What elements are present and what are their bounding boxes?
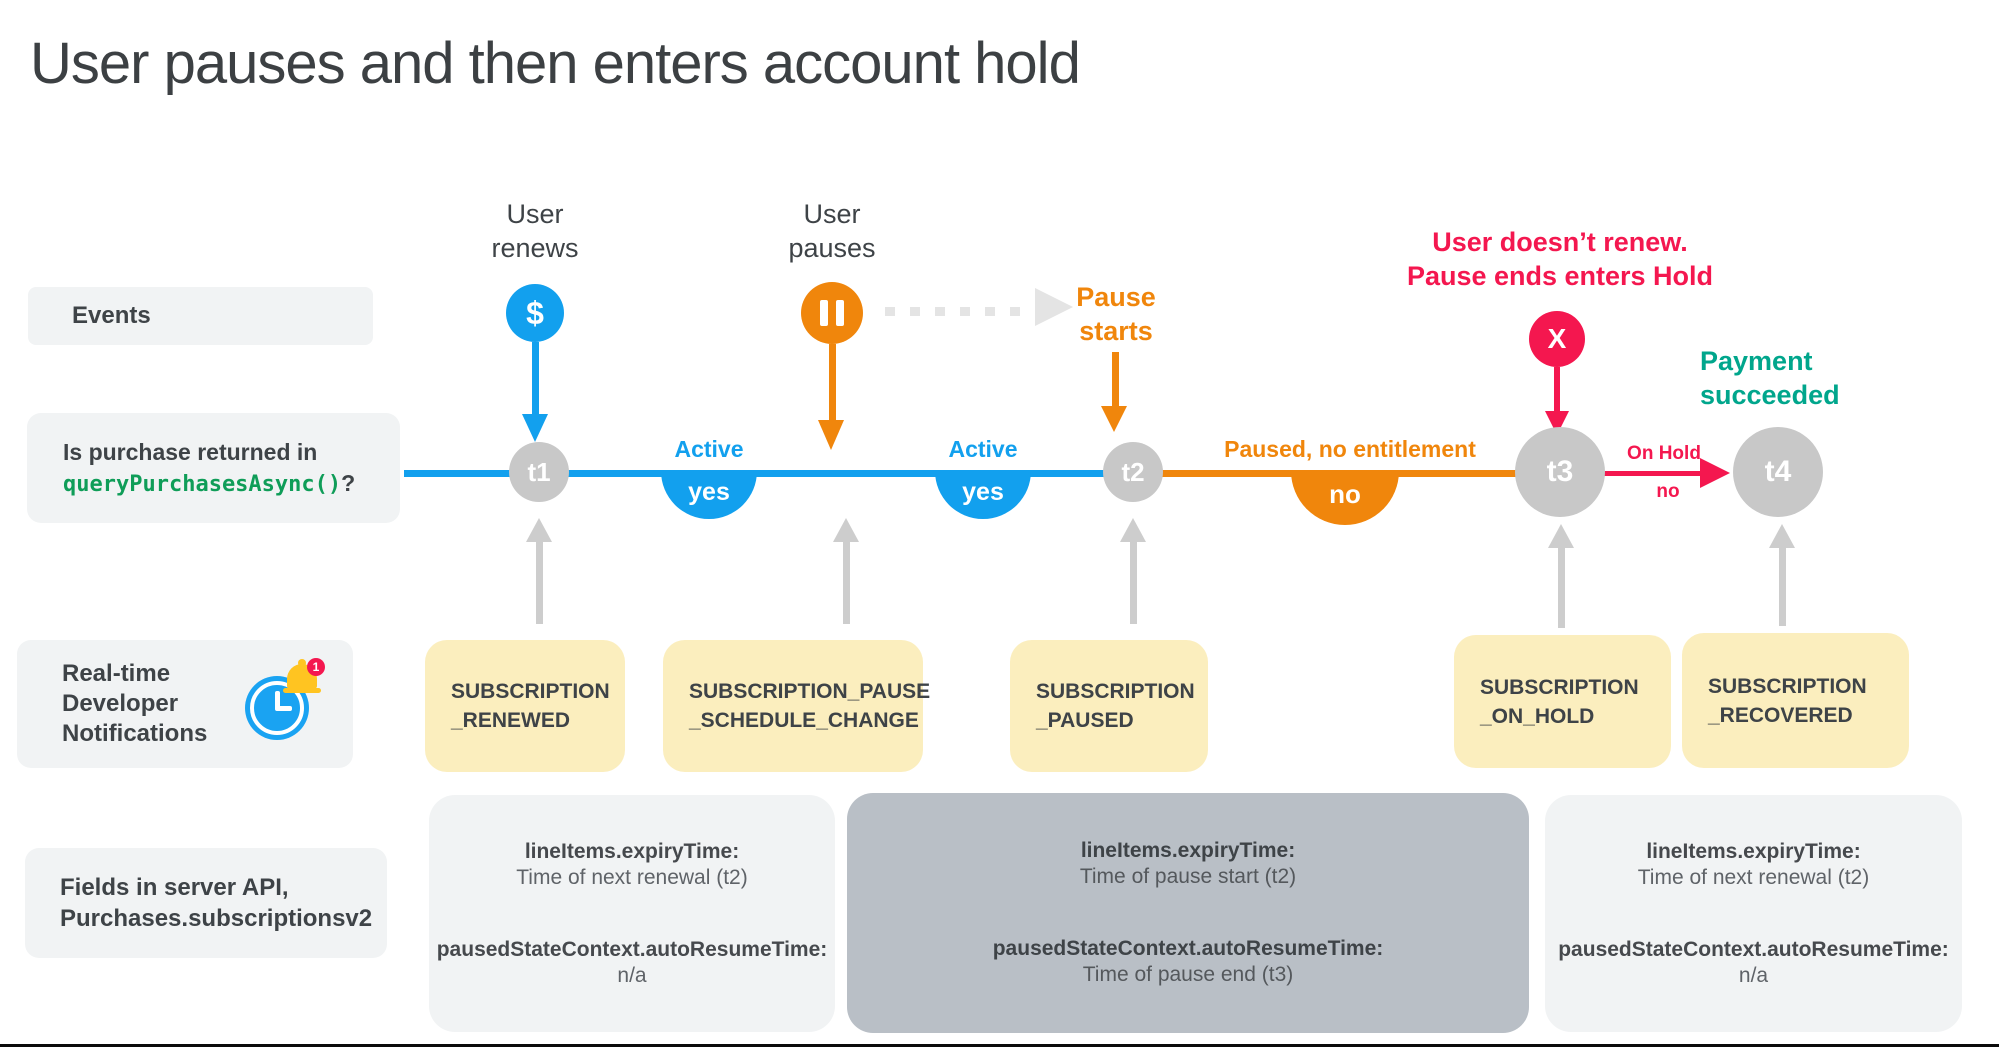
rtdn-up-arrow-stem-1 [536,540,543,624]
state-label-onhold: On Hold [1627,443,1701,464]
field-box-paused-highlighted: lineItems.expiryTime: Time of pause star… [847,793,1529,1033]
state-label-active-1: Active [674,436,744,462]
entitlement-no-paused: no [1291,471,1399,525]
renew-arrow-icon [522,414,548,442]
row-label-purchase-query: Is purchase returned in queryPurchasesAs… [27,413,400,523]
row-label-rtdn: Real-time Developer Notifications 1 [17,640,353,768]
field-box-recovered: lineItems.expiryTime: Time of next renew… [1545,795,1962,1032]
rtdn-label-line2: Developer [62,690,179,717]
rtdn-up-arrow-stem-2 [843,540,850,624]
timeline-node-t3: t3 [1515,427,1605,517]
onhold-arrowhead-icon [1700,458,1730,488]
query-purchases-suffix: ? [341,469,356,496]
rtdn-up-arrow-stem-3 [1130,540,1137,624]
page-bottom-rule [0,1044,1999,1047]
fields-label-line1: Fields in server API, [60,874,289,901]
rtdn-box-subscription-recovered: SUBSCRIPTION _RECOVERED [1682,633,1909,768]
event-label-enters-hold: User doesn’t renew. Pause ends enters Ho… [1406,227,1714,291]
event-label-payment-succeeded: Payment succeeded [1700,346,1840,410]
rtdn-box-pause-schedule-change: SUBSCRIPTION_PAUSE _SCHEDULE_CHANGE [663,640,930,772]
rtdn-up-arrow-icon-4 [1548,524,1574,548]
rtdn-up-arrow-stem-5 [1779,546,1786,626]
rtdn-up-arrow-icon-5 [1769,524,1795,548]
clock-hand-hour [276,706,292,711]
rtdn-up-arrow-stem-4 [1558,546,1565,628]
renew-arrow-stem [532,342,539,416]
rtdn-label: Real-time Developer Notifications [17,659,207,749]
entitlement-yes-2: yes [935,471,1031,519]
rtdn-up-arrow-icon-2 [833,518,859,542]
field-box-renewed: lineItems.expiryTime: Time of next renew… [429,795,835,1032]
pause-arrow-icon [818,420,844,450]
state-label-paused: Paused, no entitlement [1224,436,1476,462]
purchase-query-line2: queryPurchasesAsync()? [63,468,400,500]
row-label-fields: Fields in server API, Purchases.subscrip… [25,848,387,958]
entitlement-no-onhold: no [1656,481,1680,502]
pause-icon [801,282,863,344]
rtdn-box-subscription-paused: SUBSCRIPTION _PAUSED [1010,640,1208,772]
clock-ring [250,681,304,735]
clock-hand-minute [275,691,280,711]
pause-starts-arrow-icon [1101,406,1127,432]
timeline-segment-onhold [1563,471,1710,476]
event-label-user-renews: User renews [491,199,579,263]
state-label-active-2: Active [948,436,1018,462]
purchase-query-line1: Is purchase returned in [63,438,318,465]
dollar-icon: $ [506,284,564,342]
event-label-pause-starts: Pause starts [1076,282,1156,346]
cancel-x-icon: X [1529,311,1585,367]
rtdn-up-arrow-icon-3 [1120,518,1146,542]
fields-label-line2: Purchases.subscriptionsv2 [60,905,373,932]
deferred-arrowhead-icon [1035,288,1073,326]
events-label: Events [72,302,151,329]
query-purchases-code: queryPurchasesAsync() [63,471,342,497]
timeline-node-t4: t4 [1733,427,1823,517]
rtdn-box-subscription-renewed: SUBSCRIPTION _RENEWED [425,640,625,772]
pause-arrow-stem [829,344,836,422]
rtdn-label-line3: Notifications [62,720,208,747]
notification-clock-icon: 1 [245,658,329,746]
timeline-node-t2: t2 [1103,442,1163,502]
notification-badge: 1 [307,658,325,676]
entitlement-yes-1: yes [661,471,757,519]
event-label-user-pauses: User pauses [788,199,876,263]
timeline-segment-active [404,470,1133,477]
rtdn-up-arrow-icon-1 [526,518,552,542]
deferred-dotted-line [885,307,1035,316]
timeline-node-t1: t1 [509,442,569,502]
pause-starts-arrow-stem [1112,352,1119,408]
rtdn-box-subscription-on-hold: SUBSCRIPTION _ON_HOLD [1454,635,1671,768]
page-title: User pauses and then enters account hold [30,31,1081,96]
hold-arrow-stem [1554,367,1560,413]
rtdn-label-line1: Real-time [62,660,171,687]
row-label-events: Events [28,287,373,345]
